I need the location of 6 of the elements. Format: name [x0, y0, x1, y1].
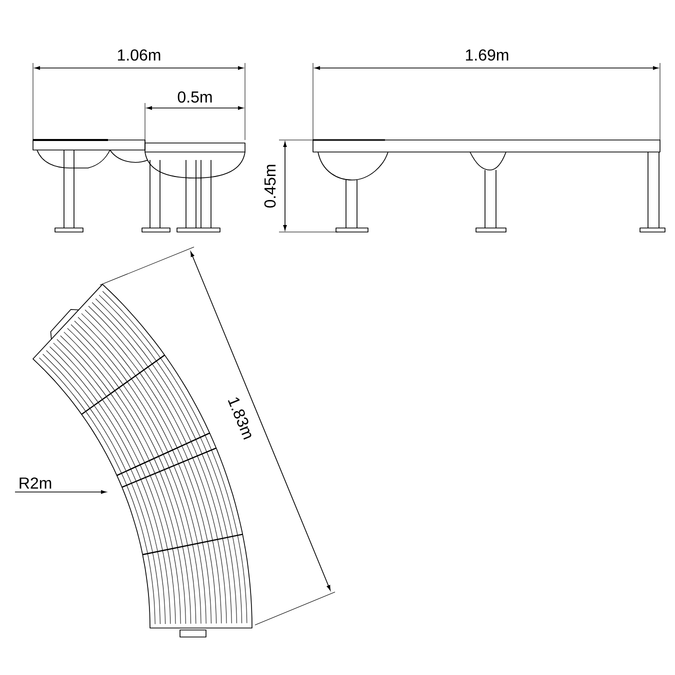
dimension-label: R2m	[20, 477, 52, 489]
dimension-label: 1.83m	[228, 397, 252, 440]
dimension-label: 0.45m	[264, 164, 276, 208]
dimension-label: 0.5m	[178, 91, 212, 103]
dimension-label: 1.06m	[118, 49, 160, 61]
dimension-label: 1.69m	[466, 49, 508, 61]
